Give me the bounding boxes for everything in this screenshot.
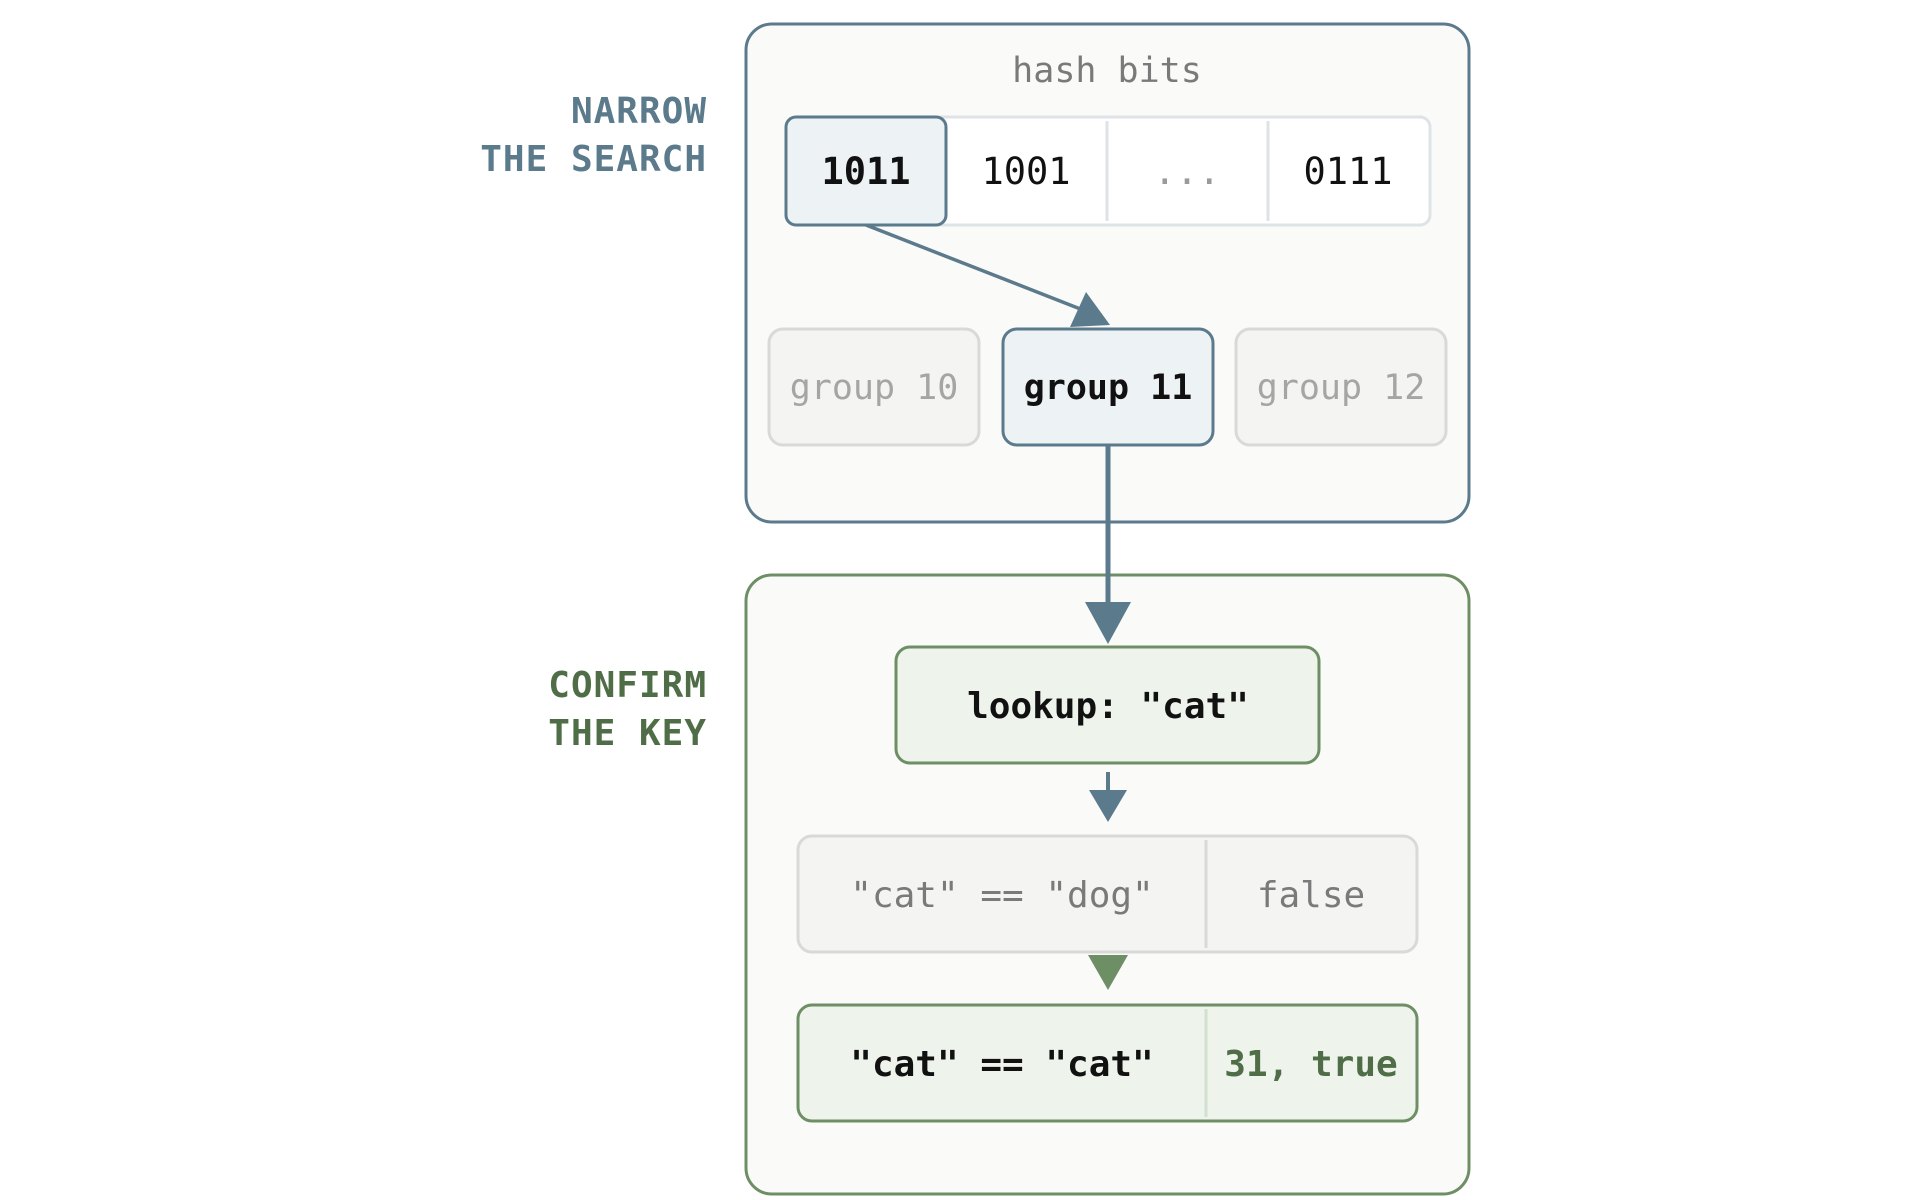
group-12-label: group 12 xyxy=(1257,368,1426,408)
lookup-box xyxy=(894,645,1321,765)
group-11-label: group 11 xyxy=(1024,368,1193,408)
compare-mismatch-expression: "cat" == "dog" xyxy=(850,875,1153,916)
group-10-box xyxy=(767,327,981,447)
bits-to-group-arrow-shaft xyxy=(865,223,1089,314)
lookup-label: lookup: "cat" xyxy=(967,686,1249,727)
group-10-label: group 10 xyxy=(790,368,959,408)
hash-cell-ellipsis: ... xyxy=(1154,150,1221,193)
narrow-label-line2: THE SEARCH xyxy=(480,139,707,180)
confirm-label-line1: CONFIRM xyxy=(548,665,707,706)
group-12-box xyxy=(1234,327,1448,447)
hash-bits-title: hash bits xyxy=(1012,51,1202,91)
compare-match-result: 31, true xyxy=(1224,1044,1397,1085)
confirm-label-line2: THE KEY xyxy=(548,713,707,754)
hash-cell-1: 1011 xyxy=(821,150,910,193)
group-to-lookup-arrowhead xyxy=(1085,602,1131,644)
bits-to-group-arrowhead xyxy=(1070,292,1110,327)
hash-cell-2: 1001 xyxy=(981,150,1070,193)
narrow-label-line1: NARROW xyxy=(571,91,707,132)
compare-row-match xyxy=(796,1003,1419,1123)
compare-match-expression: "cat" == "cat" xyxy=(850,1044,1153,1085)
compare-next-arrowhead xyxy=(1088,955,1128,990)
compare-mismatch-result: false xyxy=(1257,875,1365,916)
hash-cell-4: 0111 xyxy=(1303,150,1392,193)
compare-row-mismatch xyxy=(796,834,1419,954)
lookup-to-compare-arrowhead xyxy=(1089,790,1127,822)
